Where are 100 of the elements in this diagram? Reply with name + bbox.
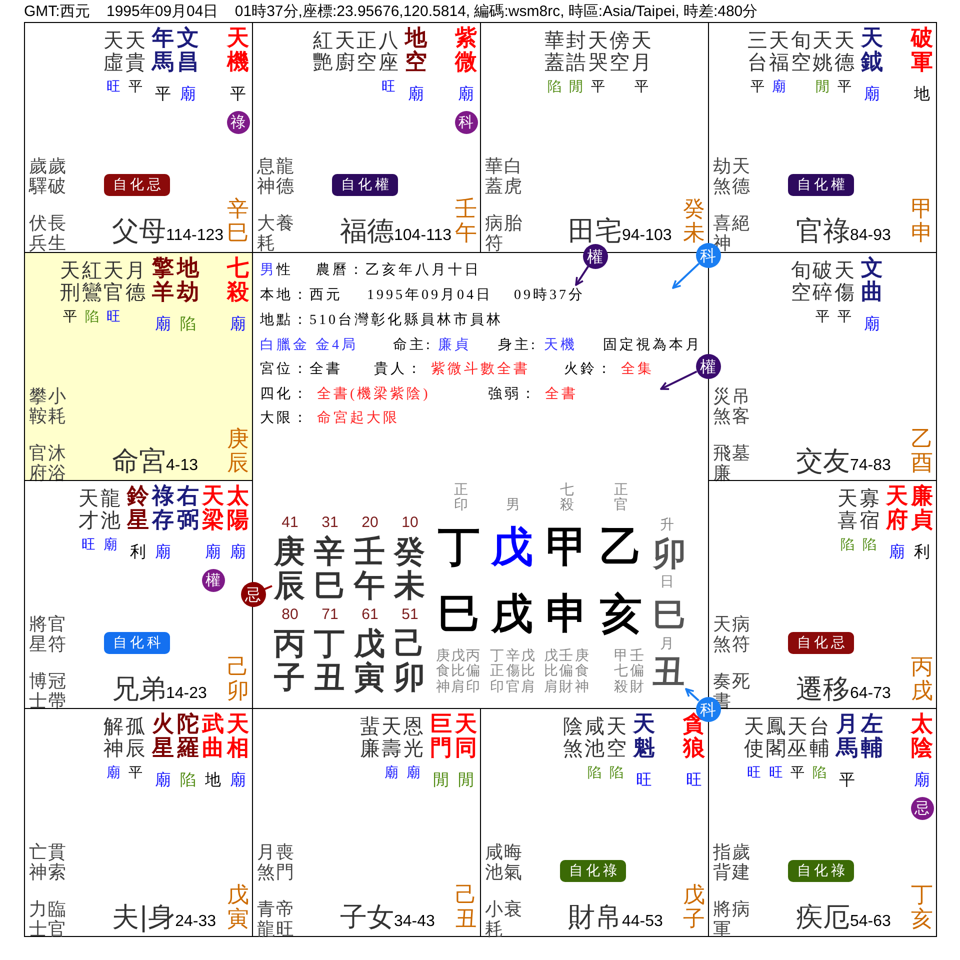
brightness-label: 廟	[155, 315, 171, 333]
star-name: 廉貞	[911, 485, 933, 534]
brightness-label: 閒	[569, 80, 583, 96]
age-range: 114-123	[166, 227, 224, 245]
info-text: 白臘金 金4局	[260, 338, 358, 355]
star-name: 七殺	[227, 257, 249, 306]
brightness-label: 廟	[106, 766, 120, 782]
brightness-label: 陷	[812, 766, 826, 782]
transformation-badge: 科	[454, 111, 478, 134]
brightness-label: 平	[128, 80, 142, 96]
info-text: 本地：西元	[260, 288, 342, 305]
spirit-star-label: 晦氣	[504, 843, 522, 883]
spirit-star-label: 吊客	[732, 387, 750, 427]
star-name: 天才	[78, 487, 98, 531]
hidden-stem-label: 庚食神	[436, 649, 450, 696]
brightness-label: 廟	[914, 771, 930, 789]
star-name: 旬空	[790, 29, 811, 73]
age-range: 104-113	[394, 227, 452, 245]
brightness-label: 廟	[155, 771, 171, 789]
spirit-star-label: 青龍	[257, 900, 275, 940]
luck-age-number: 20	[362, 515, 378, 532]
spirit-star-label: 絕	[732, 214, 750, 234]
star-name: 紅艷	[313, 29, 333, 73]
palace-name: 福德	[340, 218, 394, 246]
star-name: 天使	[744, 715, 764, 759]
star-name: 天刑	[60, 259, 80, 303]
luck-age-number: 10	[402, 515, 418, 532]
star-name: 恩光	[403, 715, 424, 759]
star-name: 右弼	[177, 485, 199, 534]
spirit-star-label: 指背	[713, 843, 731, 883]
luck-pillar: 己卯	[394, 627, 425, 696]
connector-line	[264, 585, 272, 590]
arrow	[685, 688, 700, 702]
star-name: 武曲	[202, 713, 224, 762]
brightness-label: 旺	[106, 80, 120, 96]
info-text: 固定視為本月	[603, 338, 702, 355]
sign-label: 升	[660, 518, 674, 534]
ten-god-label: 正印	[454, 483, 468, 514]
brightness-label: 廟	[406, 766, 420, 782]
palace-name: 命宮	[112, 448, 166, 476]
luck-pillar: 庚辰	[274, 535, 305, 604]
spirit-star-label: 病符	[732, 615, 750, 655]
star-name: 天府	[886, 485, 908, 534]
brightness-label: 廟	[458, 85, 474, 103]
age-range: 54-63	[850, 913, 891, 931]
hidden-stem-label: 壬偏財	[630, 649, 644, 696]
luck-pillar: 壬午	[354, 535, 385, 604]
brightness-label: 陷	[862, 538, 876, 554]
star-name: 陀羅	[177, 713, 199, 762]
brightness-label: 旺	[381, 80, 396, 96]
spirit-star-label: 咸池	[485, 843, 503, 883]
hidden-stem-label: 戊比肩	[544, 649, 558, 696]
spirit-star-label: 月煞	[257, 843, 275, 883]
brightness-label: 廟	[230, 315, 246, 333]
brightness-label: 平	[816, 310, 830, 326]
brightness-label: 廟	[384, 766, 398, 782]
spirit-star-label: 長生	[48, 214, 66, 254]
star-name: 文曲	[861, 257, 883, 306]
spirit-star-label: 伏兵	[29, 214, 47, 254]
spirit-star-label: 天煞	[713, 615, 731, 655]
star-name: 天相	[227, 713, 249, 762]
star-name: 台輔	[809, 715, 830, 759]
spirit-star-label: 小耗	[48, 387, 66, 427]
star-name: 左輔	[861, 713, 883, 762]
star-name: 地空	[405, 27, 427, 76]
star-name: 寡宿	[859, 487, 880, 531]
spirit-star-label: 死	[732, 672, 750, 692]
stem-branch: 丁亥	[911, 883, 933, 932]
info-text: 全書	[545, 387, 578, 404]
brightness-label: 平	[128, 766, 142, 782]
spirit-star-label: 華蓋	[485, 157, 503, 197]
star-name: 文昌	[177, 27, 199, 76]
pillar-branch: 亥	[600, 593, 642, 635]
star-name: 旬空	[790, 259, 811, 303]
star-name: 天姚	[812, 29, 832, 73]
self-transformation-tag: 自化科	[104, 632, 170, 654]
pillar-branch: 巳	[438, 593, 480, 635]
star-name: 天機	[227, 27, 249, 76]
brightness-label: 廟	[103, 538, 118, 554]
star-name: 天官	[104, 259, 124, 303]
star-name: 天魁	[633, 713, 655, 762]
spirit-star-label: 攀鞍	[29, 387, 47, 427]
sign-branch: 巳	[653, 598, 686, 631]
star-name: 紫微	[455, 27, 477, 76]
brightness-label: 廟	[772, 80, 786, 96]
palace-name: 子女	[340, 904, 394, 932]
transformation-badge: 祿	[226, 111, 250, 134]
spirit-star-label: 沐浴	[48, 444, 66, 484]
arrow	[575, 266, 589, 286]
spirit-star-label: 墓	[732, 444, 750, 464]
sign-branch: 丑	[652, 655, 685, 688]
palace-name: 交友	[796, 448, 850, 476]
brightness-label: 旺	[636, 771, 652, 789]
star-name: 天哭	[588, 29, 608, 73]
spirit-star-label: 病符	[485, 214, 503, 254]
spirit-star-label: 將軍	[713, 900, 731, 940]
spirit-star-label: 龍德	[276, 157, 294, 197]
spirit-star-label: 博士	[29, 672, 47, 712]
star-name: 蜚廉	[360, 715, 380, 759]
info-text: 四化：	[260, 387, 310, 404]
